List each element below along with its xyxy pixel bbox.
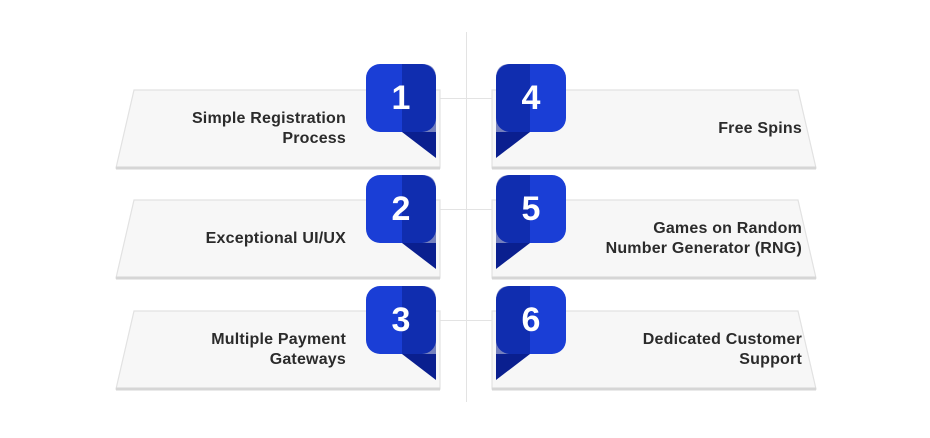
connector-line-1 — [436, 98, 496, 99]
badge-number-3: 3 — [391, 300, 411, 339]
number-badge-4: 4 — [496, 64, 566, 158]
card-background — [115, 199, 441, 280]
badge-number-4: 4 — [521, 78, 541, 117]
badge-shape — [496, 64, 566, 158]
number-badge-3: 3 — [366, 286, 436, 380]
feature-title-6-line1: Dedicated Customer — [642, 331, 802, 348]
badge-number-5: 5 — [521, 189, 541, 228]
number-badge-2: 2 — [366, 175, 436, 269]
feature-card-1: Simple Registration Process — [110, 88, 446, 170]
number-badge-6: 6 — [496, 286, 566, 380]
badge-shape — [366, 286, 436, 380]
card-background — [491, 310, 817, 391]
feature-title-3-line2: Gateways — [269, 351, 346, 368]
feature-card-2: Exceptional UI/UX — [110, 198, 446, 280]
card-background — [115, 89, 441, 170]
badge-shape — [366, 64, 436, 158]
feature-card-6: Dedicated Customer Support — [486, 309, 822, 391]
badge-shape — [496, 286, 566, 380]
badge-shape — [496, 175, 566, 269]
feature-card-3: Multiple Payment Gateways — [110, 309, 446, 391]
badge-number-1: 1 — [391, 78, 411, 117]
card-background — [491, 199, 817, 280]
feature-card-4: Free Spins — [486, 88, 822, 170]
card-background — [115, 310, 441, 391]
badge-number-6: 6 — [521, 300, 541, 339]
center-divider-line — [466, 32, 467, 402]
badge-shape — [366, 175, 436, 269]
badge-number-2: 2 — [391, 189, 411, 228]
feature-title-1-line1: Simple Registration — [191, 110, 346, 127]
feature-title-6-line2: Support — [739, 351, 802, 368]
number-badge-1: 1 — [366, 64, 436, 158]
feature-title-5-line2: Number Generator (RNG) — [605, 240, 802, 257]
feature-title-5-line1: Games on Random — [653, 220, 802, 237]
feature-title-3-line1: Multiple Payment — [211, 331, 346, 348]
connector-line-3 — [436, 320, 496, 321]
connector-line-2 — [436, 209, 496, 210]
number-badge-5: 5 — [496, 175, 566, 269]
feature-title-4-line1: Free Spins — [718, 120, 802, 137]
card-background — [491, 89, 817, 170]
feature-title-1-line2: Process — [282, 130, 346, 147]
feature-card-5: Games on Random Number Generator (RNG) — [486, 198, 822, 280]
feature-title-2-line1: Exceptional UI/UX — [205, 230, 346, 247]
